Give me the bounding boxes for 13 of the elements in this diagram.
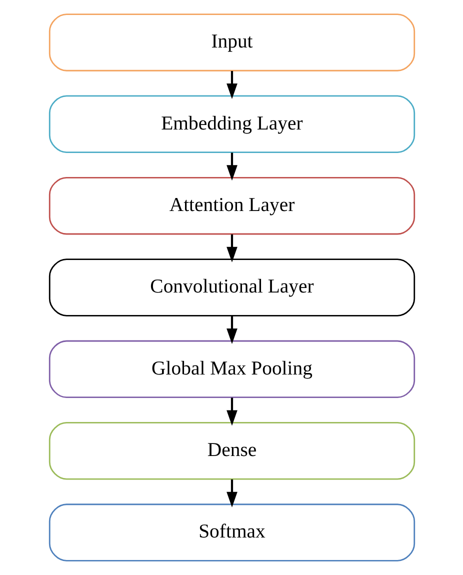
node-box: Dense [48,422,415,480]
arrow [226,71,237,99]
node-box: Global Max Pooling [48,340,415,398]
node-box: Attention Layer [48,176,415,235]
node-box: Convolutional Layer [48,258,415,316]
arrow [226,152,237,181]
arrow [226,316,237,344]
arrow [226,234,237,262]
node-box: Embedding Layer [48,95,415,154]
arrow [226,479,237,508]
node-box: Input [48,14,415,72]
node-box: Softmax [48,504,415,562]
arrow [226,398,237,426]
